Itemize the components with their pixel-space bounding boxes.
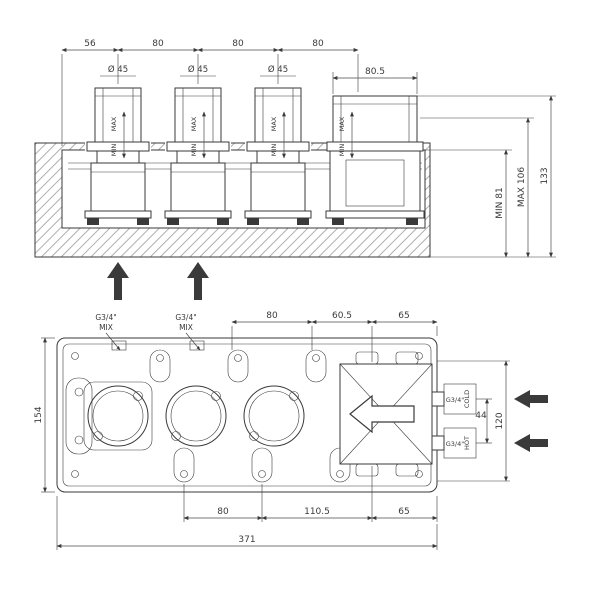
cartridge-port-2: [165, 385, 227, 447]
minmax-indicator-2: MAX MIN: [190, 111, 206, 159]
inlet-block: [339, 351, 445, 477]
dim-label: 60.5: [332, 311, 352, 321]
cartridge-2: [164, 87, 232, 225]
left-arrow-icon: [514, 434, 548, 452]
trim-box: [325, 95, 425, 225]
dim-label: 65: [398, 311, 409, 321]
inlet-label: COLD: [463, 390, 471, 408]
diameter-label: Ø 45: [188, 64, 208, 75]
overall-width-dimension: 371: [56, 496, 438, 550]
cold-inlet-label: G3/4" COLD: [443, 383, 477, 415]
dim-label: 154: [34, 406, 44, 423]
mix-label-1: G3/4" MIX: [95, 313, 121, 351]
cartridge-1: [84, 87, 152, 225]
minmax-indicator-1: MAX MIN: [110, 111, 126, 159]
min-label: MIN: [338, 144, 346, 157]
dim-label: 56: [84, 39, 96, 49]
dim-label: 371: [238, 535, 255, 545]
dim-label: 110.5: [304, 507, 330, 517]
flow-arrow-icon: [349, 394, 415, 434]
dim-label: 80: [312, 39, 324, 49]
mix-label: MIX: [99, 323, 113, 332]
min-label: MIN: [110, 144, 118, 157]
dim-label: MIN 81: [495, 187, 505, 218]
cartridge-port-3: [243, 385, 305, 447]
mix-thread-label: G3/4": [175, 313, 196, 322]
diameter-label: Ø 45: [108, 64, 128, 75]
left-arrow-icon: [514, 390, 548, 408]
dim-label: MAX 106: [517, 167, 527, 207]
dim-label: 120: [495, 412, 505, 429]
max-label: MAX: [270, 116, 278, 131]
minmax-indicator-4: MAX MIN: [338, 111, 354, 159]
dim-label: 80: [217, 507, 229, 517]
min-label: MIN: [190, 144, 198, 157]
dim-label: 65: [398, 507, 409, 517]
mix-thread-label: G3/4": [95, 313, 116, 322]
mix-label-2: G3/4" MIX: [175, 313, 201, 351]
plan-bottom-dimension-chain: 80 110.5 65: [183, 466, 438, 522]
inlet-label: HOT: [463, 436, 471, 450]
cartridge-port-1: [83, 381, 153, 451]
diameter-label: Ø 45: [268, 64, 288, 75]
max-label: MAX: [110, 116, 118, 131]
bottom-view: G3/4" MIX G3/4" MIX 80 60.5 65 1: [34, 311, 548, 550]
insertion-arrows: [107, 262, 209, 300]
dim-label: 80: [232, 39, 244, 49]
diameter-labels: Ø 45 Ø 45 Ø 45: [100, 64, 296, 77]
right-dimension-chain: MIN 81 MAX 106 133: [417, 95, 556, 258]
plate-height-dimension: 154: [34, 337, 55, 493]
port-spacing-dimension: 44: [475, 398, 492, 444]
max-label: MAX: [190, 116, 198, 131]
max-label: MAX: [338, 116, 346, 131]
hot-inlet-label: G3/4" HOT: [443, 427, 477, 459]
box-width-dimension: 80.5: [332, 67, 418, 94]
cartridge-3: [244, 87, 312, 225]
dim-label: 80.5: [365, 67, 385, 77]
inlet-thread-label: G3/4": [446, 440, 465, 448]
plan-top-dimension-chain: 80 60.5 65: [231, 311, 438, 362]
dim-label: 133: [540, 167, 550, 184]
dim-label: 44: [475, 411, 487, 421]
dim-label: 80: [152, 39, 164, 49]
supply-arrows: [514, 390, 548, 452]
minmax-indicator-3: MAX MIN: [270, 111, 286, 159]
top-view: MAX MIN MAX MIN MAX MIN MAX MIN: [34, 39, 556, 300]
inlet-height-dimension: 120: [437, 360, 510, 482]
mix-label: MIX: [179, 323, 193, 332]
inlet-thread-label: G3/4": [446, 396, 465, 404]
top-dimension-chain: 56 80 80 80: [61, 39, 359, 146]
up-arrow-icon: [187, 262, 209, 300]
up-arrow-icon: [107, 262, 129, 300]
dim-label: 80: [266, 311, 278, 321]
min-label: MIN: [270, 144, 278, 157]
